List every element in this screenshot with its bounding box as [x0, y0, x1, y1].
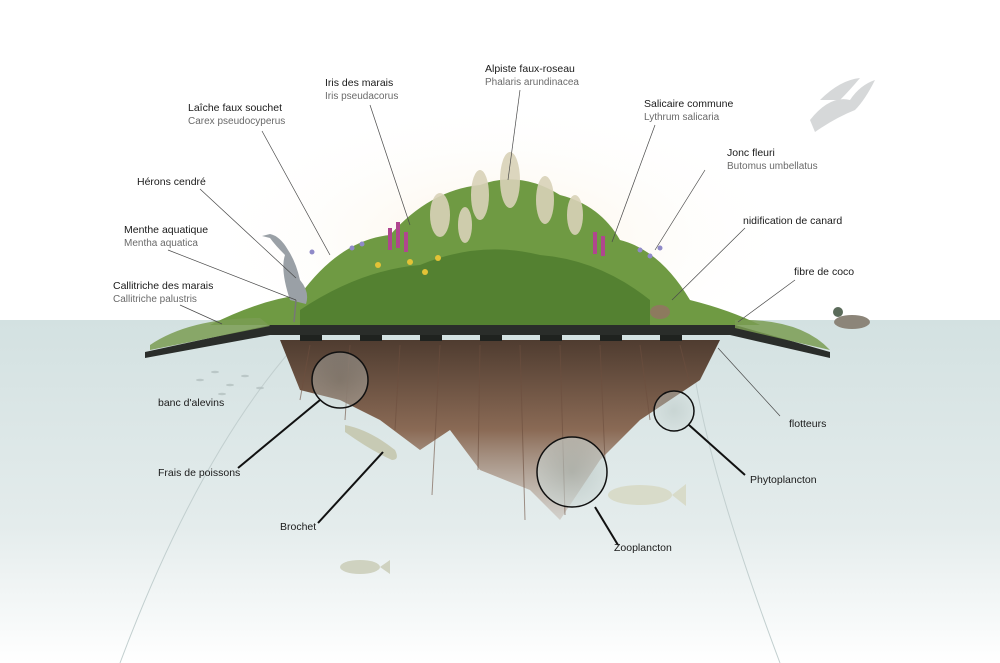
label-phyto: Phytoplancton — [750, 474, 817, 487]
flying-birds — [810, 78, 875, 132]
anchor-line-left — [119, 339, 301, 663]
iris-flowers — [375, 255, 441, 275]
label-salicaire-latin: Lythrum salicaria — [644, 112, 720, 123]
label-alpiste-common: Alpiste faux-roseau — [485, 63, 575, 75]
root-strands — [299, 344, 691, 521]
label-alpiste-latin: Phalaris arundinacea — [485, 77, 579, 88]
pike-fish — [345, 425, 397, 460]
label-salicaire: Salicaire commune Lythrum salicaria — [644, 98, 733, 124]
label-jonc-latin: Butomus umbellatus — [727, 161, 818, 172]
label-phyto-common: Phytoplancton — [750, 474, 817, 486]
label-jonc: Jonc fleuri Butomus umbellatus — [727, 147, 818, 173]
island-mat — [145, 325, 830, 358]
heron-bird — [262, 234, 308, 323]
label-canard-common: nidification de canard — [743, 215, 843, 227]
phytoplankton-circle — [653, 390, 695, 432]
loosestrife-flowers — [388, 222, 605, 256]
label-iris-common: Iris des marais — [325, 77, 394, 89]
label-menthe-common: Menthe aquatique — [124, 224, 209, 236]
floats — [300, 335, 682, 341]
root-mass — [280, 340, 720, 520]
label-flotteurs-common: flotteurs — [789, 418, 827, 430]
label-flotteurs: flotteurs — [789, 418, 826, 431]
label-zoo-common: Zooplancton — [614, 542, 672, 554]
nesting-duck — [650, 305, 670, 319]
swimming-duck — [833, 307, 870, 329]
label-menthe-latin: Mentha aquatica — [124, 238, 198, 249]
label-laiche-latin: Carex pseudocyperus — [188, 116, 286, 127]
label-callitriche: Callitriche des marais Callitriche palus… — [113, 280, 213, 306]
label-menthe: Menthe aquatique Mentha aquatica — [124, 224, 208, 250]
label-alevins-common: banc d'alevins — [158, 397, 225, 409]
grass-edge-right — [735, 319, 830, 350]
label-alevins: banc d'alevins — [158, 397, 224, 410]
label-coco: fibre de coco — [794, 266, 854, 279]
label-iris: Iris des marais Iris pseudacorus — [325, 77, 398, 103]
bream-fish-right — [608, 484, 686, 506]
label-coco-common: fibre de coco — [794, 266, 855, 278]
label-iris-latin: Iris pseudacorus — [325, 91, 399, 102]
label-frais-common: Frais de poissons — [158, 467, 241, 479]
vegetation-lower — [300, 249, 650, 325]
zooplankton-circle — [536, 436, 608, 508]
label-heron: Hérons cendré — [137, 176, 206, 189]
fish-spawn-circle — [311, 351, 369, 409]
label-zoo: Zooplancton — [614, 542, 672, 555]
label-frais: Frais de poissons — [158, 467, 240, 480]
label-laiche: Laîche faux souchet Carex pseudocyperus — [188, 102, 285, 128]
bream-fish-bottom — [340, 560, 390, 574]
grass-edge-left — [150, 318, 270, 350]
label-canard: nidification de canard — [743, 215, 842, 228]
leader-lines-underwater — [237, 399, 746, 546]
leader-lines — [167, 89, 796, 417]
label-salicaire-common: Salicaire commune — [644, 98, 734, 110]
label-brochet-common: Brochet — [280, 521, 317, 533]
label-callitriche-common: Callitriche des marais — [113, 280, 214, 292]
label-brochet: Brochet — [280, 521, 316, 534]
label-laiche-common: Laîche faux souchet — [188, 102, 282, 114]
reed-plumes — [430, 152, 583, 243]
label-alpiste: Alpiste faux-roseau Phalaris arundinacea — [485, 63, 579, 89]
butomus-flowers — [309, 241, 663, 259]
label-callitriche-latin: Callitriche palustris — [113, 294, 197, 305]
fry-school — [196, 370, 264, 396]
label-jonc-common: Jonc fleuri — [727, 147, 775, 159]
label-heron-common: Hérons cendré — [137, 176, 206, 188]
